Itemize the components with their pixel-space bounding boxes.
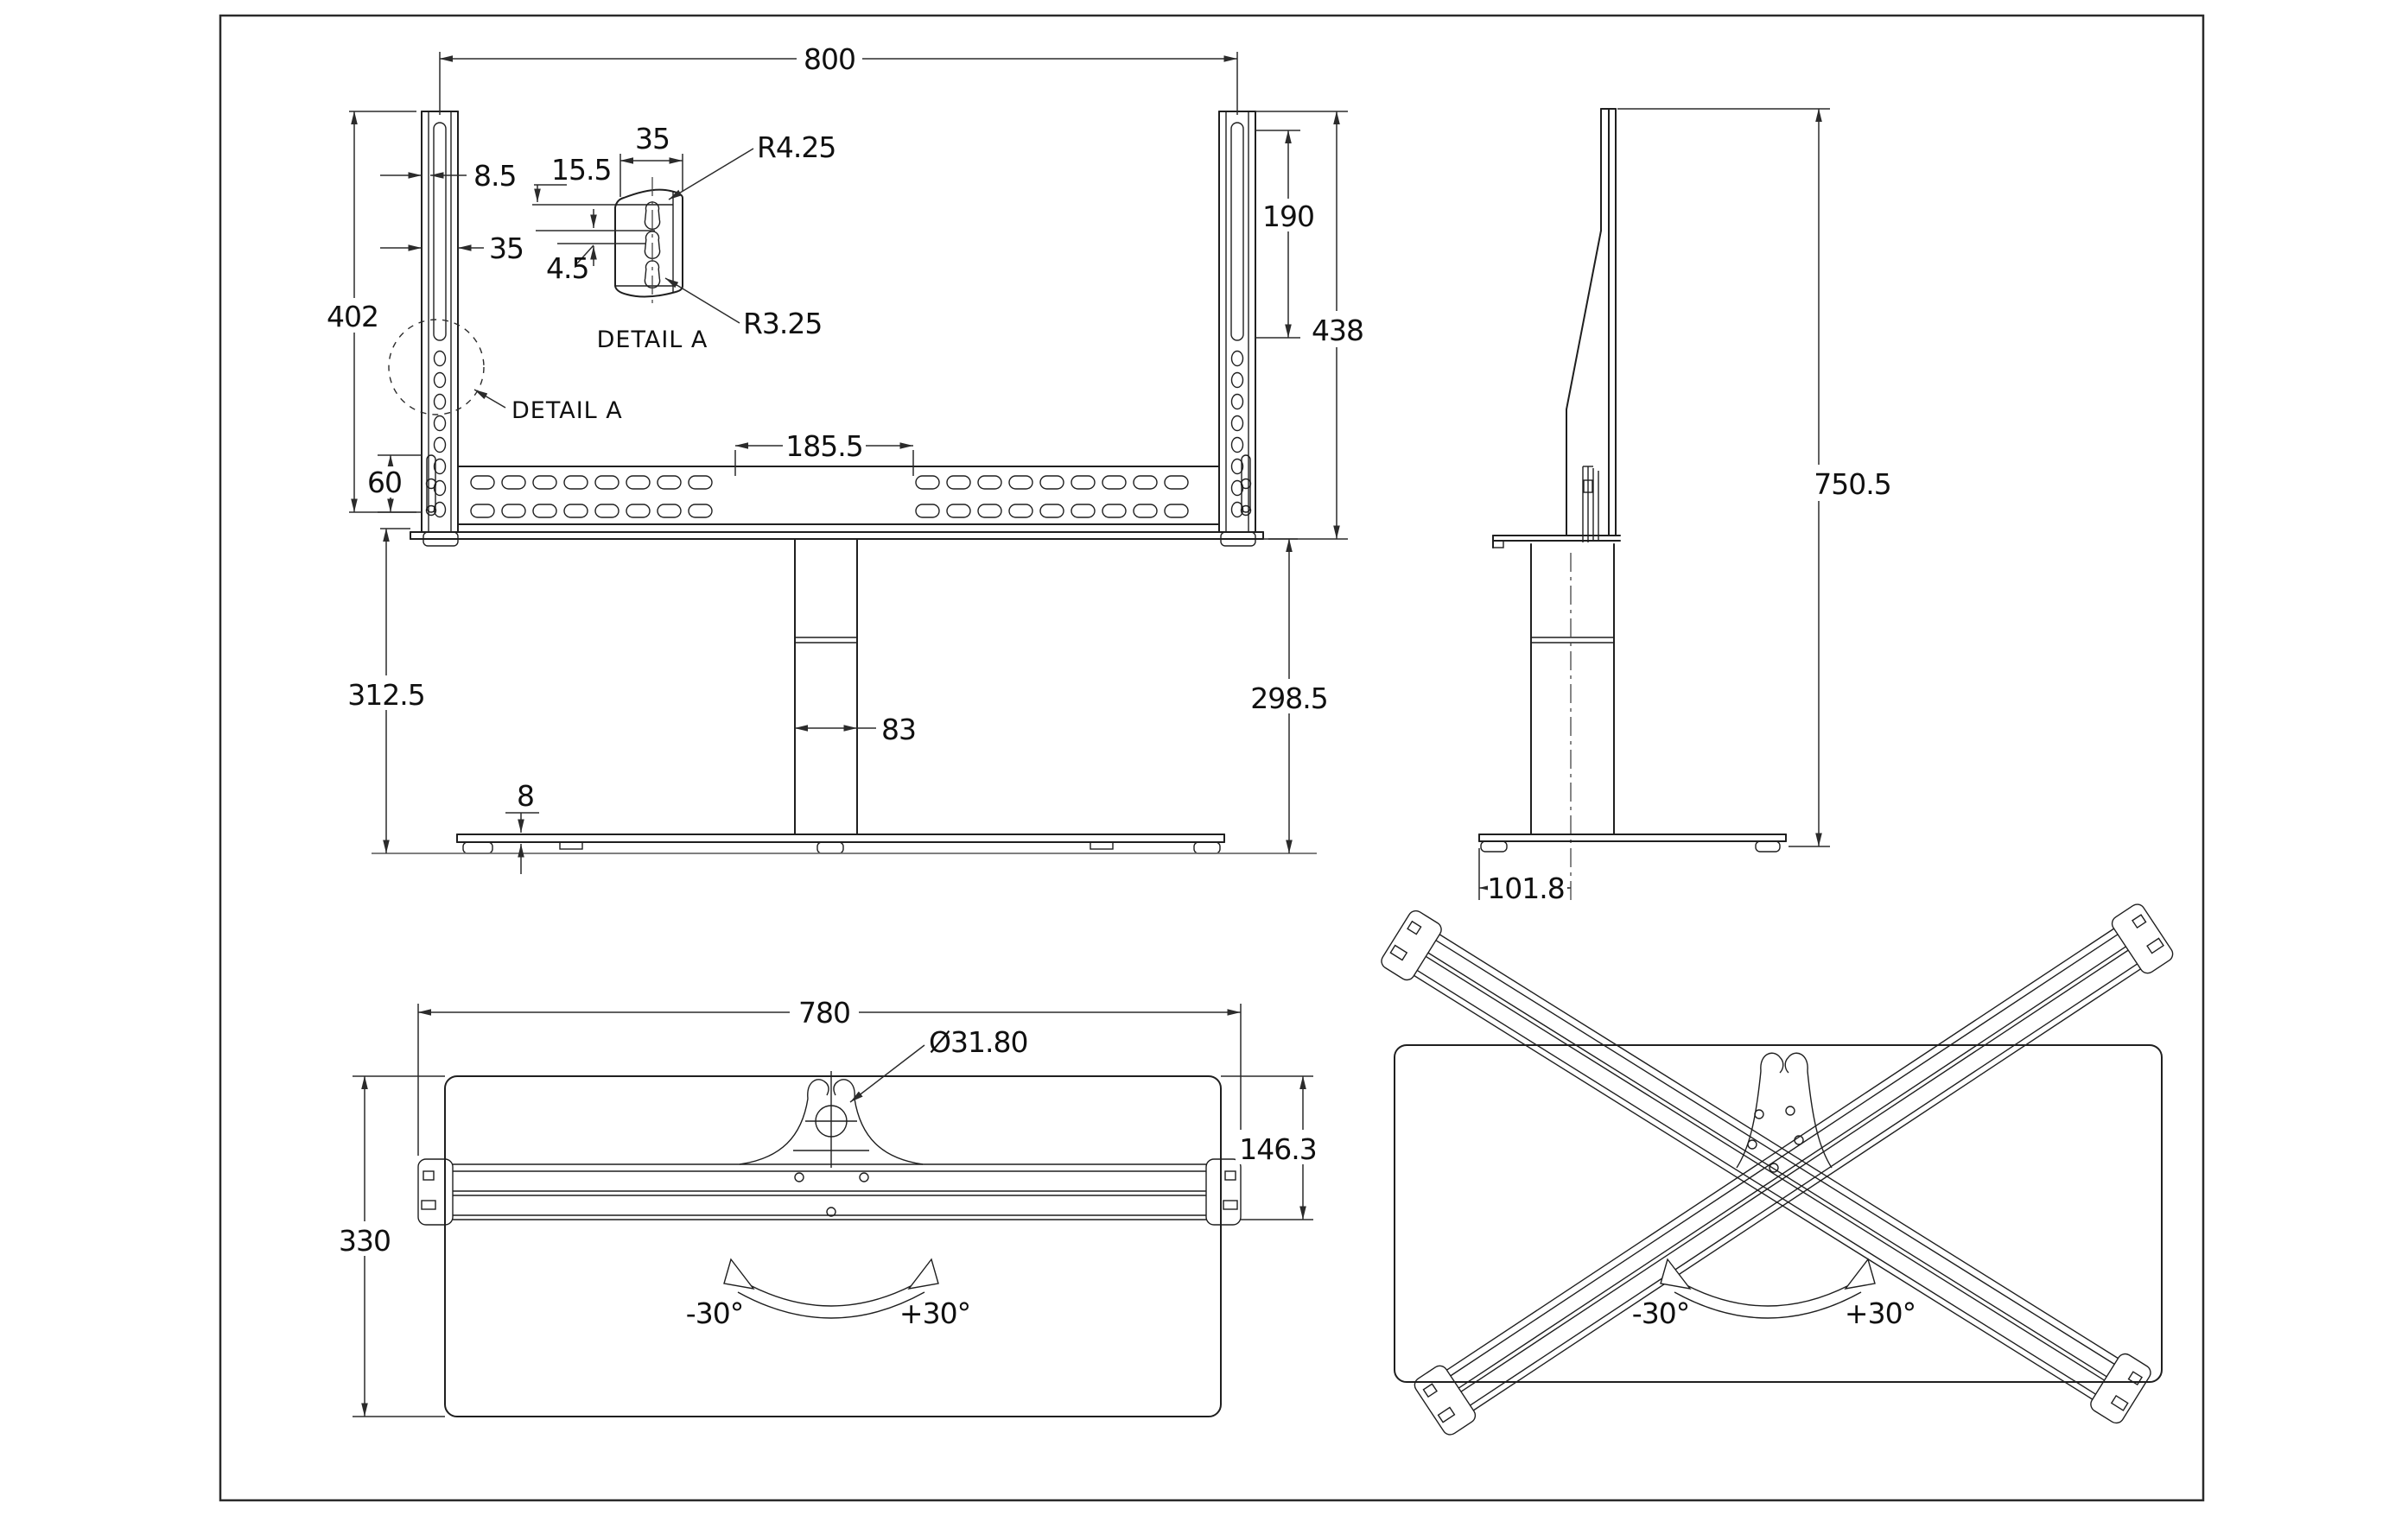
plan-base-plate [444, 1075, 1222, 1417]
plan-leg-bar [417, 1158, 1242, 1226]
dim-column-width: 83 [881, 713, 916, 746]
dim-bar-length: 780 [798, 996, 850, 1030]
dim-lower-slot: 60 [367, 466, 402, 499]
rotated-swivel-arrow: -30° +30° [1632, 1258, 1916, 1330]
leg-bar-ccw [1411, 900, 2176, 1439]
dim-plate-thickness: 8 [517, 779, 534, 813]
swivel-cw-label: +30° [899, 1296, 970, 1330]
dim-bracket-height: 438 [1312, 314, 1363, 347]
dim-total-height: 750.5 [1814, 467, 1890, 501]
dim-detail-radius-top: R4.25 [757, 130, 835, 164]
swivel-ccw-label: -30° [686, 1296, 743, 1330]
dim-rail-gap: 185.5 [785, 429, 862, 463]
detail-a-label: DETAIL A [597, 326, 708, 353]
dim-detail-pitch-offset: 4.5 [546, 251, 588, 285]
plan-view: Ø31.80 780 146.3 330 -30° +30° [339, 995, 1322, 1417]
dim-detail-top-offset: 15.5 [551, 153, 611, 187]
dim-bracket-width: 35 [489, 231, 524, 265]
detail-a-callout-circle [388, 319, 485, 415]
pedestal-column [794, 538, 858, 835]
dim-tube-diameter: Ø31.80 [929, 1025, 1027, 1059]
dim-overall-width: 800 [804, 42, 855, 76]
base-plate [372, 834, 1317, 854]
dim-upper-slot: 190 [1262, 200, 1314, 233]
left-bracket [421, 111, 459, 547]
dim-detail-width: 35 [635, 122, 670, 155]
dim-left-height: 312.5 [347, 678, 424, 712]
dim-right-height: 298.5 [1250, 681, 1327, 715]
mounting-rail [410, 466, 1264, 540]
dim-bracket-lip: 8.5 [473, 159, 516, 193]
front-dimensions: 800 8.5 35 402 60 190 [326, 41, 1365, 874]
rotated-swivel-ccw-label: -30° [1632, 1296, 1689, 1330]
detail-a-view: 35 15.5 4.5 R4.25 R3.25 DETAIL A [532, 122, 836, 353]
dim-base-offset: 101.8 [1487, 872, 1564, 905]
rail-slots [470, 475, 1189, 518]
dim-bar-offset: 146.3 [1239, 1132, 1316, 1166]
rotated-swivel-cw-label: +30° [1845, 1296, 1916, 1330]
detail-a-callout-label: DETAIL A [511, 397, 623, 424]
rotated-plan-view: -30° +30° [1377, 900, 2176, 1439]
right-bracket [1218, 111, 1256, 547]
plan-swivel-arrow: -30° +30° [686, 1258, 971, 1330]
sheet-border [219, 14, 2205, 1502]
front-view: 800 8.5 35 402 60 190 [326, 41, 1365, 874]
detail-plate [614, 188, 683, 298]
dim-detail-radius-bottom: R3.25 [743, 307, 822, 340]
rotated-base-plate [1394, 1044, 2163, 1383]
rotated-gusset [1736, 1052, 1833, 1173]
plan-gusset [739, 1071, 924, 1217]
dim-base-depth: 330 [339, 1224, 391, 1258]
dim-slot-span: 402 [327, 300, 378, 333]
side-view: 750.5 101.8 [1478, 108, 1911, 905]
